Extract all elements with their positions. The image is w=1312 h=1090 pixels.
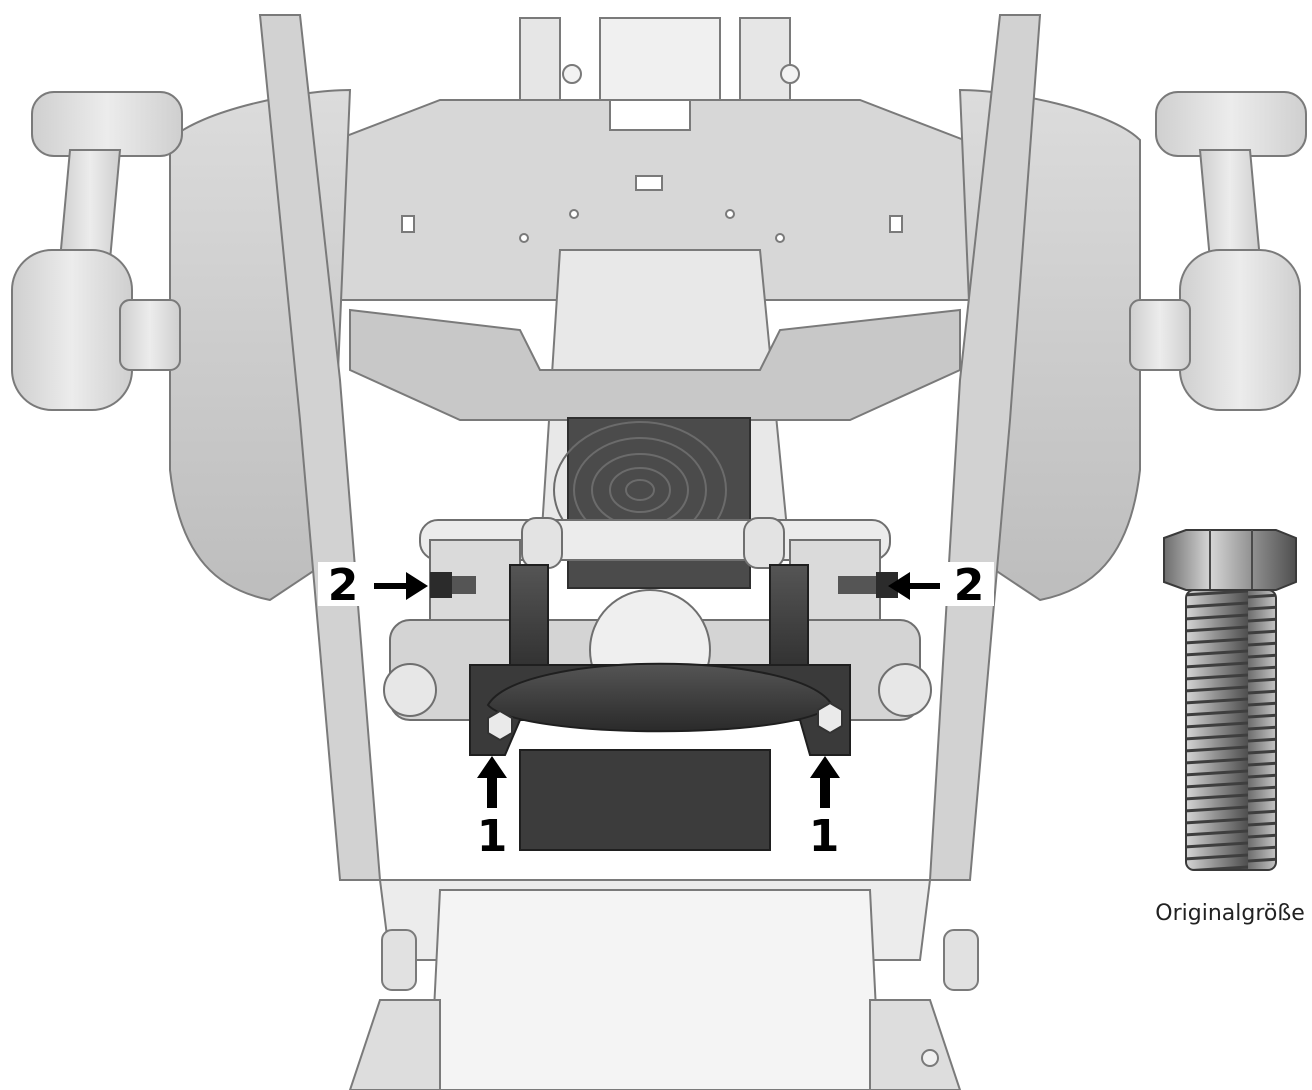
screw-icon xyxy=(562,64,582,84)
callout-2-right: 2 xyxy=(888,560,994,611)
right-handle xyxy=(1129,91,1307,411)
hex-nut-right xyxy=(817,701,843,735)
screw-icon xyxy=(780,64,800,84)
callout-1-right: 1 xyxy=(800,756,848,862)
callout-label: 1 xyxy=(477,811,508,862)
bolt-right xyxy=(838,572,898,598)
callout-1-left: 1 xyxy=(468,756,516,862)
arrow-left-icon xyxy=(888,572,940,600)
inset-caption: Originalgröße xyxy=(1155,901,1304,926)
hex-bolt-icon xyxy=(1150,510,1312,890)
bolt-left xyxy=(430,572,476,598)
callout-label: 1 xyxy=(809,811,840,862)
dark-mount xyxy=(469,564,851,851)
callout-label: 2 xyxy=(954,560,985,611)
right-shell xyxy=(928,14,1141,881)
left-handle xyxy=(11,91,183,411)
arrow-up-icon xyxy=(477,756,507,808)
left-shell xyxy=(169,14,382,881)
hex-nut-left xyxy=(487,709,513,742)
arrow-up-icon xyxy=(810,756,840,808)
lower-base xyxy=(348,879,979,1090)
wood-block xyxy=(553,417,751,589)
arrow-right-icon xyxy=(374,572,428,600)
callout-label: 2 xyxy=(328,560,359,611)
callout-2-left: 2 xyxy=(318,560,428,611)
